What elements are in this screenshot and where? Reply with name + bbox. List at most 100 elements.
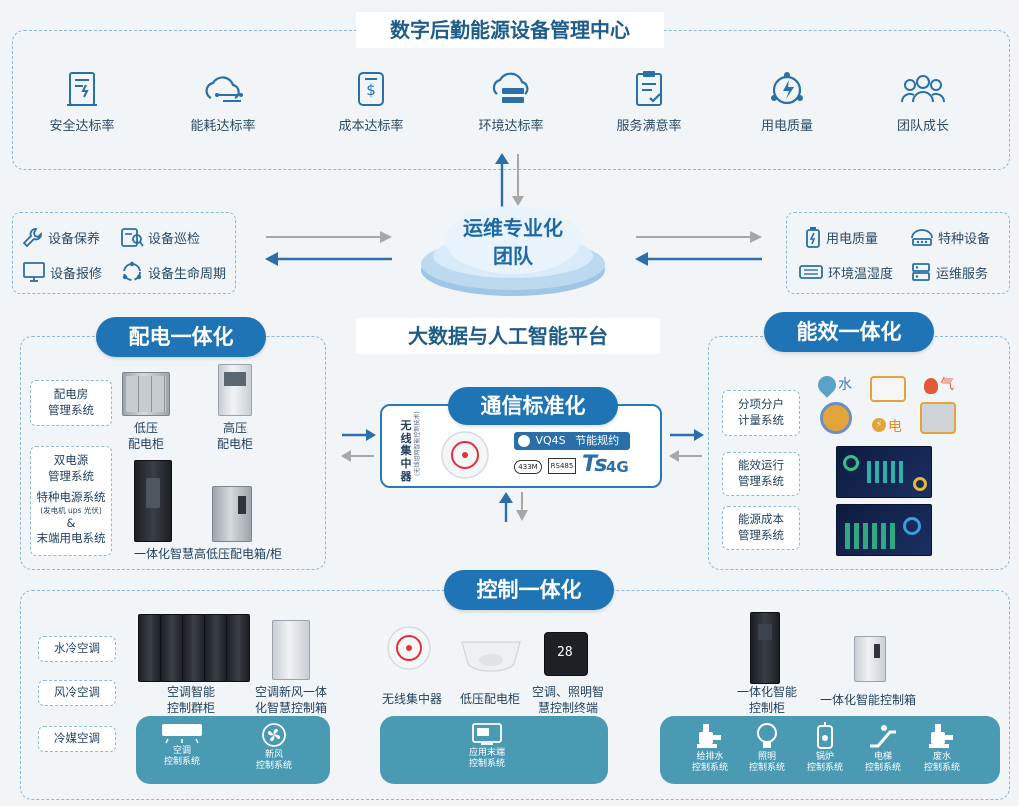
dual-power-system: 双电源 管理系统 特种电源系统 (发电机 ups 光伏) & 末端用电系统 — [30, 446, 112, 556]
terminal-power-label: 末端用电系统 — [36, 531, 106, 546]
right-services-panel — [786, 212, 1010, 294]
water-label: 水 — [838, 377, 852, 393]
energy-cost-system: 能源成本 管理系统 — [722, 506, 800, 550]
smart-box-gray-image — [212, 486, 252, 542]
service-label: 运维服务 — [936, 266, 989, 282]
comm-efficiency-arrows — [669, 429, 704, 462]
monitor-icon — [23, 262, 45, 282]
service-inspection: 设备巡检 — [120, 226, 200, 248]
special-power-sub: (发电机 ups 光伏) — [40, 505, 102, 515]
platform-title: 大数据与人工智能平台 — [356, 318, 660, 354]
wireless-hub-icon — [387, 626, 431, 670]
low-voltage-cabinet-doors — [126, 376, 166, 412]
kpi-cost: $ 成本达标率 — [306, 70, 436, 134]
kpi-label: 环境达标率 — [478, 119, 544, 134]
escalator-icon — [870, 725, 896, 748]
electric-bolt-icon: ⚡ — [872, 418, 886, 432]
ac-fresh-box-label: 空调新风一体 化智慧控制箱 — [254, 685, 327, 715]
service-special-device: 特种设备 — [910, 226, 990, 248]
smart-control-box-label: 一体化智能控制箱 — [819, 693, 916, 707]
ac-group-cabinet-2 — [160, 614, 184, 682]
wrench-icon — [22, 228, 42, 248]
pump-icon — [697, 724, 721, 748]
facility-control-bar — [660, 716, 1000, 784]
center-title: 数字后勤能源设备管理中心 — [356, 12, 664, 48]
badge-rs485: RS485 — [548, 458, 576, 474]
kpi-service: 服务满意率 — [584, 70, 714, 134]
kpi-environment: 环境达标率 — [446, 70, 576, 134]
svg-text:$: $ — [366, 81, 376, 99]
wireless-hub-caption: 无线集中器 — [381, 692, 442, 706]
left-services-panel — [12, 212, 236, 294]
ac-group-cabinet-4 — [204, 614, 228, 682]
low-voltage-caption: 低压配电柜 — [459, 692, 520, 706]
efficiency-title: 能效一体化 — [764, 312, 934, 352]
water-supply-control-system: 给排水 控制系统 — [682, 722, 738, 774]
flame-icon — [924, 378, 938, 394]
terminal-control-label: 应用末端 控制系统 — [468, 748, 505, 769]
kpi-label: 能耗达标率 — [190, 119, 256, 134]
service-power-quality: 用电质量 — [804, 226, 878, 248]
metering-system: 分项分户 计量系统 — [722, 390, 800, 436]
dashboard-bars-icon — [845, 523, 895, 549]
air-cooled-ac: 风冷空调 — [38, 680, 116, 706]
efficiency-run-system: 能效运行 管理系统 — [722, 452, 800, 496]
vq4s-logo-icon — [518, 435, 530, 447]
boiler-control-system: 锅炉 控制系统 — [800, 722, 850, 774]
water-supply-label: 给排水 控制系统 — [691, 752, 728, 773]
right-team-arrows — [635, 231, 762, 266]
ac-group-cabinet-3 — [182, 614, 206, 682]
wireless-hub-device-icon — [441, 431, 489, 479]
wireless-hub-note: (无线组网智能控制技术) — [414, 411, 421, 476]
kpi-team-growth: 团队成长 — [858, 70, 988, 134]
wastewater-control-system: 废水 控制系统 — [914, 722, 970, 774]
gas-label: 气 — [940, 377, 954, 393]
water-meter-icon — [820, 402, 852, 434]
kpi-label: 团队成长 — [896, 119, 949, 134]
ac-group-cabinet-5 — [226, 614, 250, 682]
fresh-air-control-system: 新风 控制系统 — [244, 722, 304, 772]
service-label: 特种设备 — [938, 231, 991, 247]
bulb-icon — [757, 723, 777, 748]
terminal-control-bar — [380, 716, 608, 784]
power-comm-arrows — [341, 429, 376, 462]
energy-protocol-text: 节能规约 — [575, 434, 620, 447]
terminal-display: 28 — [557, 645, 573, 660]
service-label: 用电质量 — [826, 231, 879, 247]
control-title: 控制一体化 — [444, 570, 614, 610]
boiler-label: 锅炉 控制系统 — [806, 752, 843, 773]
badge-ts: Ts — [582, 452, 608, 477]
efficiency-dashboard-screen — [836, 446, 932, 498]
thermometer-icon — [799, 265, 823, 279]
battery-icon — [806, 227, 820, 248]
smart-box-gray-screen — [238, 496, 246, 514]
service-label: 设备报修 — [50, 266, 103, 282]
ac-group-cabinet-1 — [138, 614, 162, 682]
service-label: 设备巡检 — [148, 231, 201, 247]
smart-control-box-image — [854, 636, 886, 682]
smart-control-cabinet-image — [750, 612, 780, 684]
special-device-icon — [911, 229, 933, 246]
dashboard-bars-icon — [867, 461, 907, 483]
service-label: 设备保养 — [48, 231, 101, 247]
service-om: 运维服务 — [910, 261, 988, 283]
power-room-system: 配电房 管理系统 — [30, 380, 112, 426]
cloud-network-icon — [205, 76, 243, 102]
team-to-top-arrows — [495, 153, 524, 212]
low-voltage-sensor-icon — [461, 641, 521, 672]
ampersand: & — [66, 515, 76, 530]
ac-control-system: 空调 控制系统 — [152, 722, 212, 768]
smart-control-box-screen — [874, 644, 880, 658]
smart-box-dark-panel — [146, 478, 160, 508]
team-icon — [900, 75, 946, 103]
kpi-label: 用电质量 — [760, 119, 813, 134]
power-title: 配电一体化 — [96, 317, 266, 357]
low-voltage-cabinet-label: 低压 配电柜 — [127, 421, 164, 451]
vq4s-badge: VQ4S 节能规约 — [514, 432, 630, 450]
service-lifecycle: 设备生命周期 — [120, 261, 226, 283]
high-voltage-cabinet-window — [224, 372, 246, 386]
ac-group-label: 空调智能 控制群柜 — [166, 685, 215, 715]
elevator-control-system: 电梯 控制系统 — [858, 722, 908, 774]
cloud-server-icon — [492, 72, 529, 103]
kpi-label: 成本达标率 — [338, 119, 404, 134]
